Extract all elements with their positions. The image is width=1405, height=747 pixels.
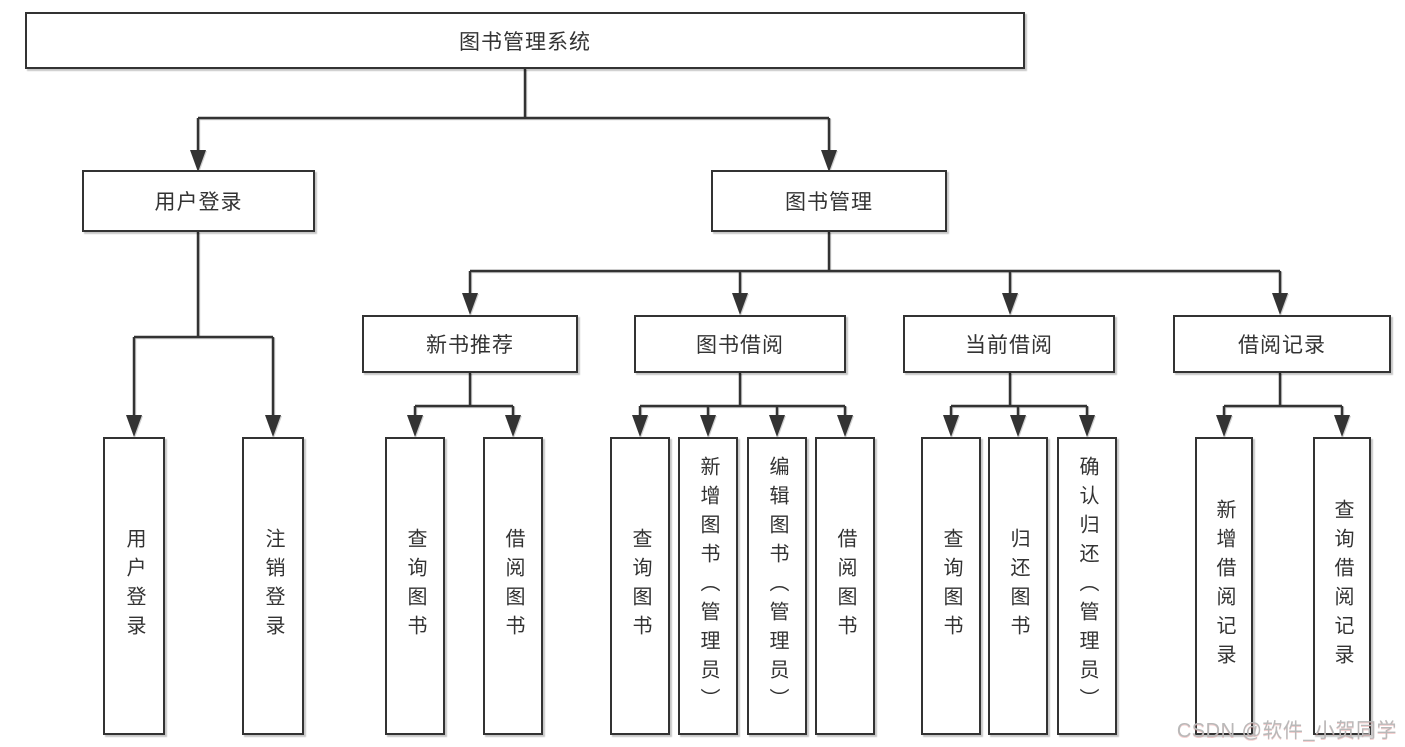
node-leaf-records-query: 查询借阅记录 [1313, 437, 1371, 735]
connector-new-book [413, 373, 515, 417]
node-leaf-borrow-query-label: 查询图书 [629, 528, 651, 644]
node-root: 图书管理系统 [25, 12, 1025, 69]
node-leaf-logout-label: 注销登录 [262, 528, 284, 644]
node-leaf-borrow-edit: 编辑图书（管理员） [747, 437, 807, 735]
connector-user-login [132, 232, 275, 417]
node-root-label: 图书管理系统 [459, 30, 591, 54]
node-leaf-borrow-add-label: 新增图书（管理员） [697, 455, 719, 717]
node-book-mgmt: 图书管理 [711, 170, 947, 232]
node-borrow-label: 图书借阅 [696, 334, 784, 357]
node-leaf-user-login: 用户登录 [103, 437, 165, 735]
node-leaf-current-confirm-label: 确认归还（管理员） [1076, 455, 1098, 717]
node-leaf-current-query: 查询图书 [921, 437, 981, 735]
node-borrow: 图书借阅 [634, 315, 846, 373]
node-user-login-label: 用户登录 [154, 191, 243, 214]
node-current-label: 当前借阅 [965, 334, 1053, 357]
node-book-mgmt-label: 图书管理 [785, 191, 873, 214]
connector-root [196, 69, 831, 152]
node-leaf-newbook-borrow: 借阅图书 [483, 437, 543, 735]
node-new-book: 新书推荐 [362, 315, 578, 373]
node-leaf-newbook-query-label: 查询图书 [404, 528, 426, 644]
connector-book-mgmt [468, 232, 1282, 295]
node-leaf-logout: 注销登录 [242, 437, 304, 735]
node-leaf-records-add: 新增借阅记录 [1195, 437, 1253, 735]
arrowheads [126, 150, 1350, 437]
node-leaf-newbook-borrow-label: 借阅图书 [502, 528, 524, 644]
node-leaf-current-return-label: 归还图书 [1007, 528, 1029, 644]
node-leaf-records-add-label: 新增借阅记录 [1213, 499, 1235, 673]
node-leaf-records-query-label: 查询借阅记录 [1331, 499, 1353, 673]
node-current: 当前借阅 [903, 315, 1115, 373]
node-user-login: 用户登录 [82, 170, 315, 232]
node-leaf-borrow-add: 新增图书（管理员） [678, 437, 738, 735]
connector-borrow [638, 373, 847, 417]
node-leaf-current-query-label: 查询图书 [940, 528, 962, 644]
node-leaf-current-return: 归还图书 [988, 437, 1048, 735]
node-leaf-current-confirm: 确认归还（管理员） [1057, 437, 1117, 735]
node-records-label: 借阅记录 [1238, 334, 1326, 357]
node-records: 借阅记录 [1173, 315, 1391, 373]
connector-current [949, 373, 1089, 417]
node-leaf-borrow-edit-label: 编辑图书（管理员） [766, 455, 788, 717]
node-new-book-label: 新书推荐 [426, 334, 514, 357]
node-leaf-borrow-query: 查询图书 [610, 437, 670, 735]
node-leaf-user-login-label: 用户登录 [123, 528, 145, 644]
node-leaf-newbook-query: 查询图书 [385, 437, 445, 735]
node-leaf-borrow-borrow: 借阅图书 [815, 437, 875, 735]
node-leaf-borrow-borrow-label: 借阅图书 [834, 528, 856, 644]
connector-records [1222, 373, 1344, 417]
